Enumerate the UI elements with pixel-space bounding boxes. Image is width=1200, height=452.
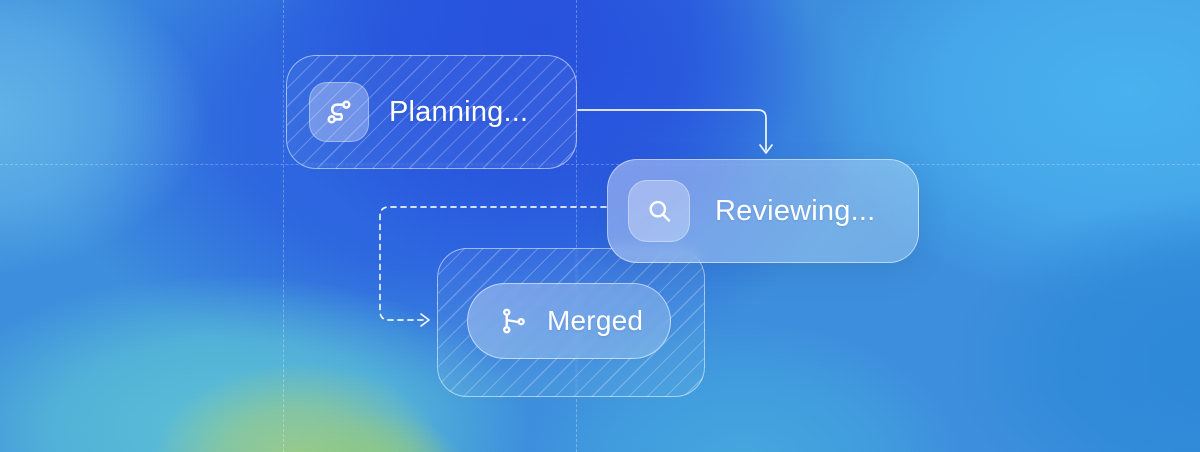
node-planning-label: Planning... [389,95,529,128]
node-planning[interactable]: Planning... [286,55,577,169]
git-merge-icon [496,304,530,338]
node-merged[interactable]: Merged [467,283,671,359]
node-reviewing[interactable]: Reviewing... [607,159,919,263]
node-reviewing-label: Reviewing... [715,194,876,227]
route-icon [309,82,369,142]
search-icon [628,180,690,242]
node-merged-label: Merged [547,305,644,336]
